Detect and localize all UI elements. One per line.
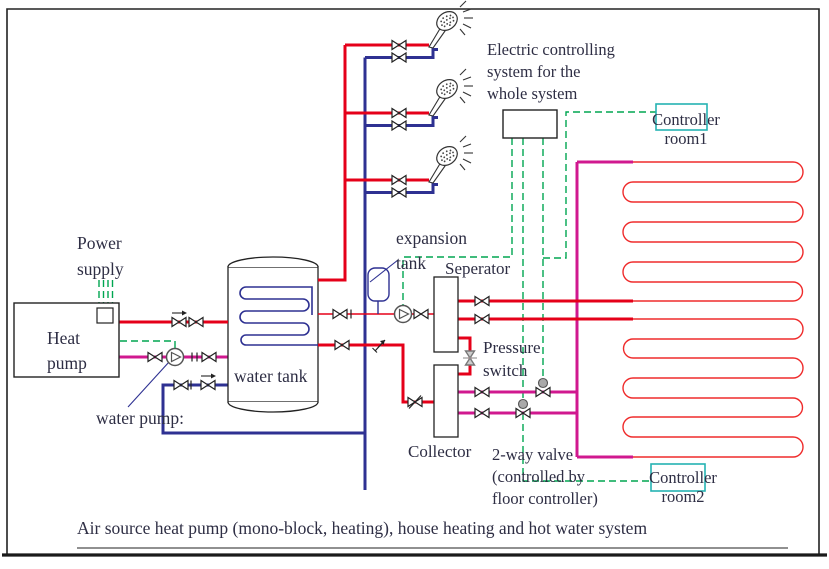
valve-icon (391, 52, 407, 63)
valve-icon (413, 308, 429, 320)
pressure-switch-icon (462, 350, 478, 366)
frame-border (2, 8, 827, 557)
valve-icon (147, 351, 163, 363)
separator-box (433, 276, 459, 353)
water-pump-pointer (127, 361, 170, 408)
tank-cold-feed (161, 383, 365, 435)
valve-icon (474, 407, 490, 419)
signal-to-water-pump (104, 323, 176, 349)
valve-icon (391, 39, 407, 51)
water-tank-label: water tank (234, 366, 308, 386)
valve-icon (173, 379, 189, 391)
control-signal-lines (98, 111, 656, 482)
floor-coil-room1 (622, 161, 804, 302)
expansion-tank-label: expansion tank (396, 228, 467, 273)
regulating-valve-icon (408, 396, 422, 409)
hot-riser (318, 45, 347, 282)
valve-icon (474, 386, 490, 398)
valve-icon (201, 351, 217, 363)
signal-to-room1-controller (543, 111, 656, 259)
water-tank (227, 256, 319, 413)
valve-arrow-icon (201, 374, 216, 390)
shower-icon (428, 68, 474, 117)
shower-icon (428, 0, 474, 49)
controller-room1-label: Controller room1 (652, 110, 720, 148)
valve-icon (391, 174, 407, 186)
tank-to-collector-pipe (318, 343, 434, 404)
water-pump-icon (165, 347, 185, 367)
valve-icon (391, 120, 407, 131)
water-pump-label: water pump: (96, 408, 184, 428)
control-box (502, 109, 558, 139)
return-pipes-magenta (119, 160, 633, 459)
power-supply-wires (98, 280, 114, 307)
heat-pump-label: Heat pump (47, 328, 87, 373)
valve-icon (474, 295, 490, 307)
valve-icon (391, 107, 407, 119)
controller-room2-box (650, 463, 706, 492)
valve-icon (188, 316, 204, 328)
controller-room2-label: Controller room2 (649, 468, 717, 506)
floor-coils (622, 161, 804, 458)
circulation-pump-icon (393, 304, 413, 324)
signal-to-circulation-pump (402, 138, 513, 306)
valve-arrow-icon (172, 311, 187, 327)
valve-icon (334, 339, 350, 351)
power-connector (96, 307, 114, 324)
diagram-caption: Air source heat pump (mono-block, heatin… (77, 518, 648, 538)
floor-coil-room2 (622, 318, 804, 458)
controller-room1-box (655, 103, 708, 131)
collector-box (433, 364, 459, 438)
collector-label: Collector (408, 442, 472, 461)
valve-icon (391, 187, 407, 198)
expansion-tank-pointer (369, 259, 399, 283)
expansion-tank-symbol (367, 259, 399, 314)
signal-to-room2-controller (522, 138, 651, 482)
two-way-valve-label: 2-way valve (controlled by floor control… (492, 445, 598, 508)
valve-icon (332, 308, 348, 320)
pressure-switch-label: Pressure switch (483, 338, 541, 380)
separator-label: Seperator (445, 259, 511, 278)
shower-icon (428, 135, 474, 184)
power-supply-label: Power supply (77, 233, 124, 279)
control-system-label: Electric controlling system for the whol… (487, 40, 615, 103)
tank-coil (239, 286, 318, 346)
valve-icon (474, 313, 490, 325)
